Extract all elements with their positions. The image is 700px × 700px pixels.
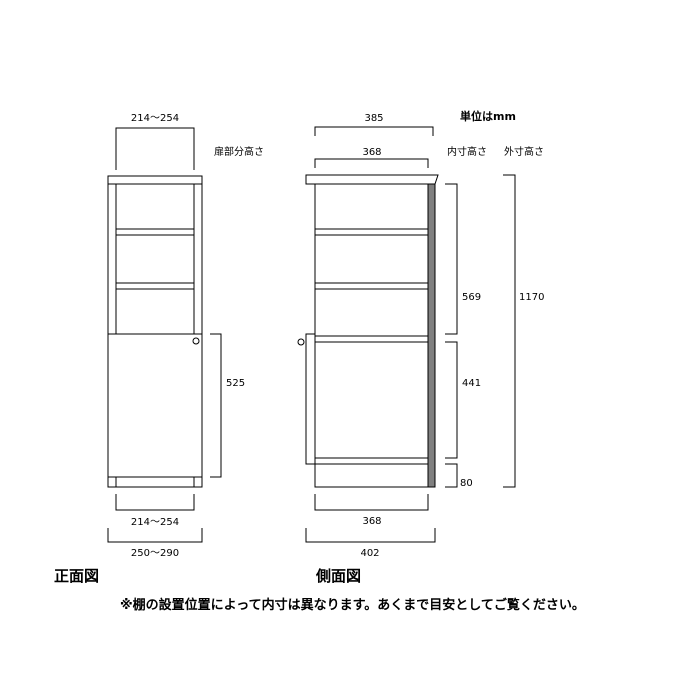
upper-inner-height-value: 569: [462, 292, 481, 303]
door-height-line: [210, 333, 222, 478]
side-outer-depth-label: 402: [360, 548, 379, 559]
base-height-line: [445, 463, 458, 488]
front-view-title: 正面図: [54, 567, 99, 585]
side-view: 単位はmm 385 368 内寸高さ 外寸高さ 569 441 80 1170: [297, 109, 544, 585]
side-inner-depth-bottom-line: [314, 494, 429, 511]
inner-height-caption: 内寸高さ: [447, 145, 487, 158]
outer-height-value: 1170: [519, 292, 544, 303]
unit-label: 単位はmm: [460, 109, 516, 123]
side-door-profile: [305, 333, 316, 465]
side-top-depth-line: [314, 126, 434, 136]
side-top-panel: [305, 174, 439, 185]
upper-inner-height-line: [445, 183, 458, 335]
side-door-knob-icon: [297, 338, 305, 346]
front-door: [107, 333, 203, 478]
side-inner-depth-bottom-label: 368: [362, 516, 381, 527]
front-top-width-label: 214～254: [131, 113, 179, 124]
side-back-panel: [427, 183, 436, 488]
door-knob-icon: [192, 337, 200, 345]
base-height-value: 80: [460, 478, 473, 489]
side-inner-depth-top-label: 368: [362, 147, 381, 158]
door-height-value: 525: [226, 378, 245, 389]
front-view: 214～254 扉部分高さ 525 214～254 250～290 正面図: [54, 113, 264, 585]
side-shelf-divider: [314, 335, 429, 343]
outer-height-line: [503, 174, 516, 488]
front-outer-width-label: 250～290: [131, 548, 179, 559]
note-text: ※棚の設置位置によって内寸は異なります。あくまで目安としてご覧ください。: [120, 597, 585, 613]
lower-inner-height-value: 441: [462, 378, 481, 389]
side-top-depth-label: 385: [364, 113, 383, 124]
front-top-width-line: [115, 127, 195, 170]
door-height-caption: 扉部分高さ: [214, 145, 264, 158]
outer-height-caption: 外寸高さ: [504, 145, 544, 158]
side-bottom-shelf: [314, 457, 429, 465]
side-shelf-middle: [314, 282, 429, 290]
front-inner-width-line: [115, 494, 195, 511]
front-outer-width-line: [107, 528, 203, 543]
side-shelf-upper: [314, 228, 429, 236]
front-inner-width-label: 214～254: [131, 517, 179, 528]
front-shelf-upper: [115, 228, 195, 236]
side-outer-depth-line: [305, 528, 436, 543]
front-shelf-middle: [115, 282, 195, 290]
side-view-title: 側面図: [315, 567, 361, 585]
side-inner-depth-top-line: [314, 158, 429, 168]
lower-inner-height-line: [445, 341, 458, 459]
